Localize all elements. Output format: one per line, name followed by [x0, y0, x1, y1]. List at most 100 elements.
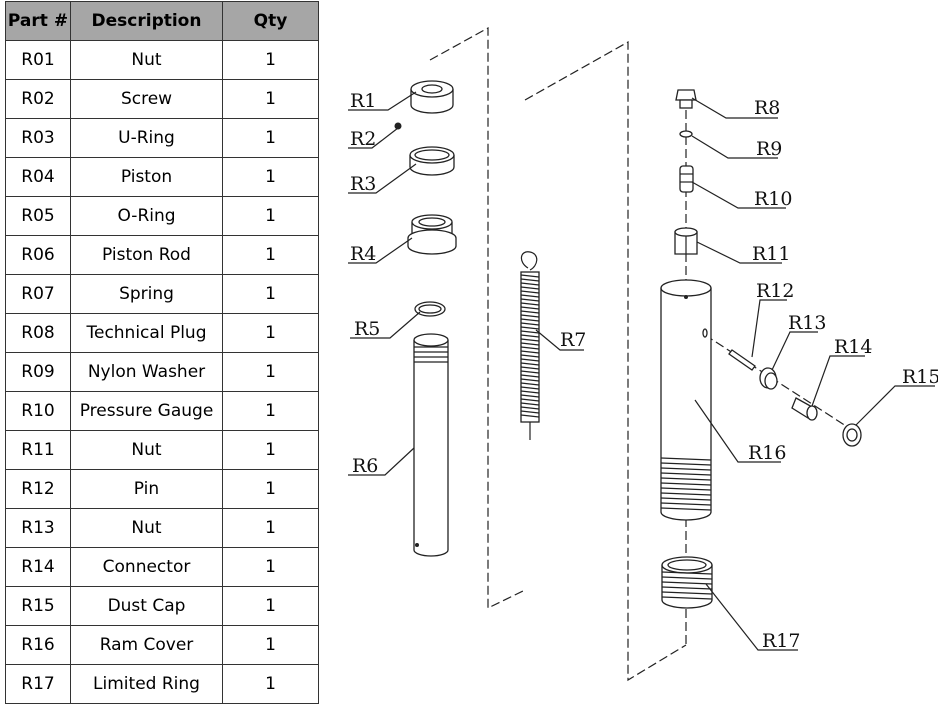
cell-description: Spring — [70, 274, 223, 314]
label-r8: R8 — [754, 97, 780, 119]
cell-qty: 1 — [222, 547, 319, 587]
cell-part-number: R10 — [5, 391, 71, 431]
exploded-parts-diagram: R1 R2 R3 R4 R5 R6 R7 R8 R9 R10 R11 R12 R… — [348, 26, 938, 682]
label-r14: R14 — [834, 336, 872, 358]
part-r13-nut — [759, 367, 778, 390]
cell-qty: 1 — [222, 313, 319, 353]
label-r4: R4 — [350, 243, 376, 265]
part-r9-nylon-washer — [679, 130, 693, 138]
label-r7: R7 — [560, 329, 586, 351]
cell-qty: 1 — [222, 157, 319, 197]
header-qty: Qty — [222, 1, 319, 41]
cell-description: Nylon Washer — [70, 352, 223, 392]
part-r3-u-ring — [409, 146, 455, 176]
part-r17-limited-ring — [661, 556, 713, 609]
part-r6-piston-rod — [413, 333, 449, 557]
cell-part-number: R13 — [5, 508, 71, 548]
cell-qty: 1 — [222, 352, 319, 392]
part-r16-ram-cover — [660, 279, 712, 521]
label-r6: R6 — [352, 455, 378, 477]
cell-description: Pressure Gauge — [70, 391, 223, 431]
part-r14-connector — [791, 397, 818, 421]
label-r9: R9 — [756, 138, 782, 160]
part-r4-piston — [407, 214, 457, 255]
cell-description: O-Ring — [70, 196, 223, 236]
part-r10-pressure-gauge — [679, 165, 694, 193]
cell-qty: 1 — [222, 586, 319, 626]
cell-part-number: R16 — [5, 625, 71, 665]
header-part-number: Part # — [5, 1, 71, 41]
label-r16: R16 — [748, 442, 786, 464]
label-r12: R12 — [756, 280, 794, 302]
part-r7-spring — [520, 251, 540, 440]
header-description: Description — [70, 1, 223, 41]
cell-description: Piston Rod — [70, 235, 223, 275]
cell-qty: 1 — [222, 118, 319, 158]
cell-part-number: R08 — [5, 313, 71, 353]
cell-description: Screw — [70, 79, 223, 119]
cell-part-number: R12 — [5, 469, 71, 509]
cell-qty: 1 — [222, 40, 319, 80]
cell-description: Dust Cap — [70, 586, 223, 626]
label-r15: R15 — [902, 366, 938, 388]
cell-description: Nut — [70, 40, 223, 80]
cell-part-number: R04 — [5, 157, 71, 197]
cell-part-number: R09 — [5, 352, 71, 392]
cell-description: Nut — [70, 508, 223, 548]
cell-qty: 1 — [222, 664, 319, 704]
cell-qty: 1 — [222, 274, 319, 314]
cell-part-number: R01 — [5, 40, 71, 80]
cell-description: Pin — [70, 469, 223, 509]
cell-qty: 1 — [222, 196, 319, 236]
label-r5: R5 — [354, 318, 380, 340]
cell-description: Nut — [70, 430, 223, 470]
cell-part-number: R14 — [5, 547, 71, 587]
label-r13: R13 — [788, 312, 826, 334]
cell-description: Connector — [70, 547, 223, 587]
part-r11-nut — [674, 227, 698, 255]
cell-part-number: R15 — [5, 586, 71, 626]
cell-description: Piston — [70, 157, 223, 197]
assembly-dashed-lines — [429, 26, 861, 682]
label-r1: R1 — [350, 90, 376, 112]
cell-qty: 1 — [222, 430, 319, 470]
part-r5-o-ring — [414, 301, 446, 317]
cell-qty: 1 — [222, 508, 319, 548]
part-r12-pin — [728, 349, 756, 371]
cell-qty: 1 — [222, 625, 319, 665]
label-r11: R11 — [752, 243, 790, 265]
part-r2-screw — [394, 122, 402, 130]
cell-part-number: R17 — [5, 664, 71, 704]
table-header-row: Part # Description Qty — [5, 1, 319, 41]
part-r15-dust-cap — [842, 423, 862, 447]
leader-lines — [348, 91, 935, 651]
cell-description: Limited Ring — [70, 664, 223, 704]
cell-qty: 1 — [222, 79, 319, 119]
label-r3: R3 — [350, 173, 376, 195]
cell-qty: 1 — [222, 235, 319, 275]
cell-part-number: R06 — [5, 235, 71, 275]
cell-part-number: R07 — [5, 274, 71, 314]
label-r2: R2 — [350, 128, 376, 150]
cell-description: Technical Plug — [70, 313, 223, 353]
cell-description: Ram Cover — [70, 625, 223, 665]
cell-description: U-Ring — [70, 118, 223, 158]
cell-qty: 1 — [222, 391, 319, 431]
